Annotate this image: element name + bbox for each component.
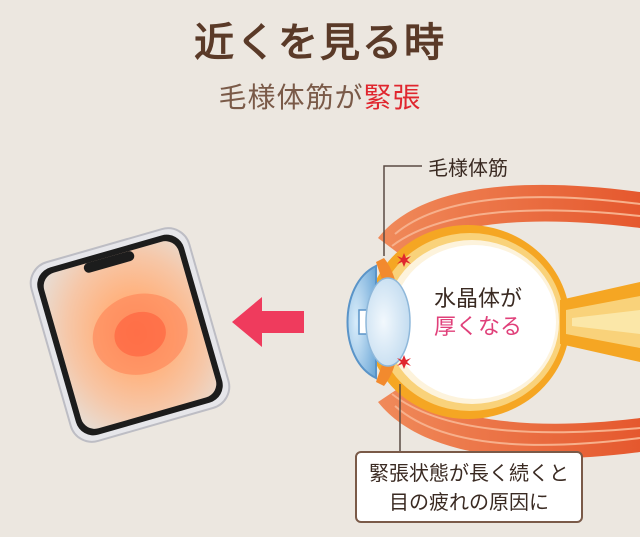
smartphone-icon: [29, 227, 231, 443]
direction-arrow-icon: [232, 297, 304, 347]
subtitle: 毛様体筋が緊張: [0, 76, 640, 116]
upper-muscle: [378, 184, 640, 256]
tension-spark-icon: [397, 253, 411, 369]
ciliary-muscle-label: 毛様体筋: [428, 156, 508, 180]
optic-nerve: [560, 282, 640, 362]
crystalline-lens: [365, 277, 411, 367]
lens-caption-line1: 水晶体が: [433, 287, 522, 312]
leader-lines: [383, 165, 422, 451]
callout-line2: 目の疲れの原因に: [389, 490, 549, 514]
subtitle-prefix: 毛様体筋が: [218, 81, 364, 114]
page-title: 近くを見る時: [194, 20, 446, 66]
lens-caption: 水晶体が 厚くなる: [408, 286, 548, 342]
lens-caption-line2: 厚くなる: [433, 315, 522, 340]
lower-muscle: [378, 386, 640, 459]
cornea: [346, 264, 377, 380]
callout-line1: 緊張状態が長く続くと: [369, 461, 569, 485]
eyeball: [366, 225, 570, 419]
subtitle-highlight: 緊張: [363, 81, 422, 114]
fatigue-callout-box: 緊張状態が長く続くと 目の疲れの原因に: [355, 451, 583, 523]
